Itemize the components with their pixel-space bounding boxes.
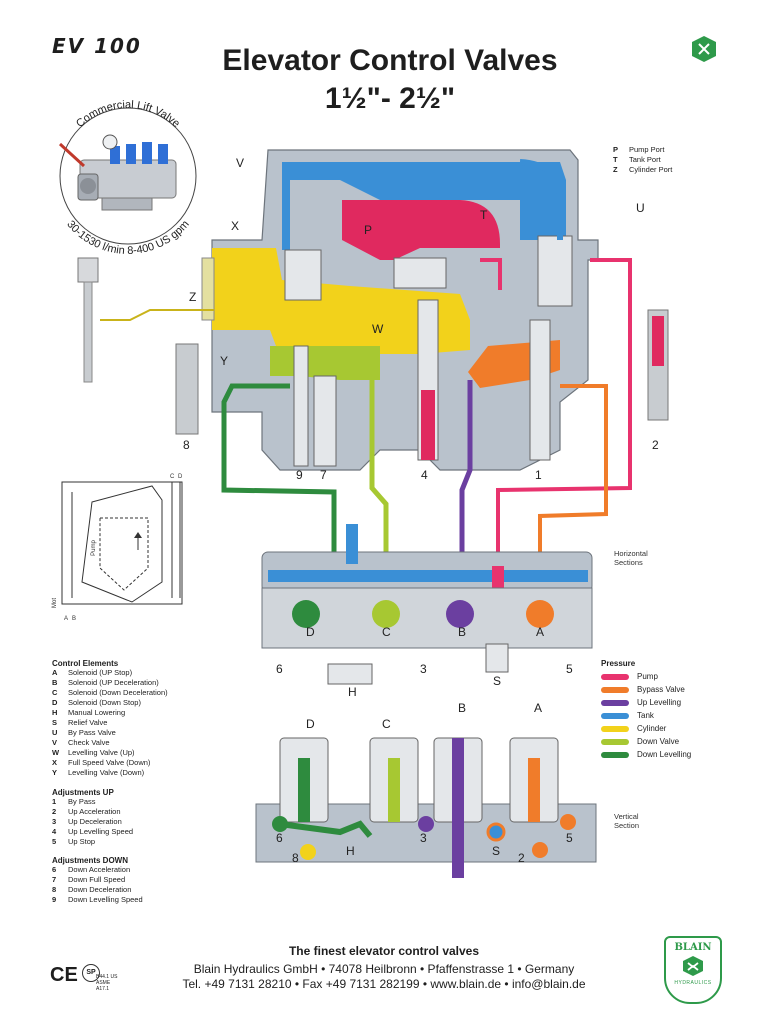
label-w: W xyxy=(372,322,384,336)
pressure-swatch xyxy=(601,673,629,680)
label-4: 4 xyxy=(421,468,428,482)
lower-label-c: C xyxy=(382,717,391,731)
pressure-swatch xyxy=(601,686,629,693)
pressure-legend-row: Cylinder xyxy=(601,722,691,735)
relief-valve-s xyxy=(485,643,509,673)
label-5: 5 xyxy=(566,662,573,676)
label-s: S xyxy=(493,674,502,688)
vertical-section xyxy=(255,737,597,878)
label-7: 7 xyxy=(320,468,327,482)
label-b: B xyxy=(458,625,467,639)
label-2: 2 xyxy=(652,438,659,452)
pressure-swatch xyxy=(601,712,629,719)
lower-label-6: 6 xyxy=(276,831,283,845)
valve-x xyxy=(284,249,322,301)
pressure-legend-row: Tank xyxy=(601,709,691,722)
product-badge: Commercial Lift Valve 30-1530 l/min 8-40… xyxy=(58,99,197,257)
pressure-switch xyxy=(77,257,99,283)
label-v: V xyxy=(236,156,245,170)
label-3: 3 xyxy=(420,662,427,676)
pressure-legend-row: Down Levelling xyxy=(601,748,691,761)
manual-lowering-h xyxy=(327,663,373,685)
label-6: 6 xyxy=(276,662,283,676)
circuit-label-c: C xyxy=(170,474,175,480)
circuit-label-mot: Mot xyxy=(52,597,59,609)
lower-label-3: 3 xyxy=(420,831,427,845)
hydraulic-circuit xyxy=(61,481,183,605)
valve-cross-section xyxy=(77,149,669,685)
pressure-swatch xyxy=(601,738,629,745)
valve-9-stem xyxy=(293,345,309,467)
pressure-swatch xyxy=(601,699,629,706)
tank-channel xyxy=(282,162,566,250)
page-subtitle: 1½"- 2½" xyxy=(324,82,456,115)
pressure-legend-row: Pump xyxy=(601,670,691,683)
circuit-label-d: D xyxy=(178,474,183,480)
label-z: Z xyxy=(189,290,197,304)
lower-label-d: D xyxy=(306,717,315,731)
footer-contact: Tel. +49 7131 28210 • Fax +49 7131 28219… xyxy=(182,977,586,991)
label-1: 1 xyxy=(535,468,542,482)
pressure-legend-row: Up Levelling xyxy=(601,696,691,709)
valve-product-image xyxy=(58,134,177,211)
pressure-swatch xyxy=(601,751,629,758)
lower-label-2: 2 xyxy=(518,851,525,865)
valve-w-fill xyxy=(421,390,435,460)
label-p: P xyxy=(364,223,373,237)
lower-label-b: B xyxy=(458,701,467,715)
cylinder-chamber xyxy=(212,248,470,354)
label-x: X xyxy=(231,219,240,233)
page-title: Elevator Control Valves xyxy=(222,44,558,77)
pressure-swatch xyxy=(601,725,629,732)
valve-7-stem xyxy=(313,375,337,467)
pressure-legend-row: Bypass Valve xyxy=(601,683,691,696)
lower-label-s: S xyxy=(492,844,501,858)
label-y: Y xyxy=(220,354,229,368)
label-h: H xyxy=(348,685,357,699)
adjuster-8 xyxy=(175,343,199,435)
footer-tagline: The finest elevator control valves xyxy=(288,944,480,958)
csa-standard-text: B44.1 US ASME A17.1 xyxy=(96,974,118,992)
label-9: 9 xyxy=(296,468,303,482)
valve-1-stem xyxy=(529,319,551,461)
label-8: 8 xyxy=(183,438,190,452)
model-name: EV 100 xyxy=(52,34,142,58)
lower-label-a: A xyxy=(534,701,543,715)
blain-brand-badge: BLAIN HYDRAULICS xyxy=(664,936,722,1004)
valve-u xyxy=(537,235,573,307)
port-z-thread xyxy=(201,257,215,321)
label-a: A xyxy=(536,625,545,639)
circuit-label-b: B xyxy=(72,616,77,622)
lower-label-5: 5 xyxy=(566,831,573,845)
pressure-legend: Pressure Pump Bypass Valve Up Levelling … xyxy=(601,659,692,761)
ce-mark: CE xyxy=(50,964,78,986)
blain-logo-icon xyxy=(683,956,703,976)
footer-address: Blain Hydraulics GmbH • 74078 Heilbronn … xyxy=(193,962,575,976)
circuit-label-pump: Pump xyxy=(90,540,97,556)
label-d: D xyxy=(306,625,315,639)
pump-chamber xyxy=(342,200,500,260)
pressure-legend-row: Down Valve xyxy=(601,735,691,748)
lower-label-h: H xyxy=(346,844,355,858)
blain-logo-icon xyxy=(692,36,716,62)
lower-label-8: 8 xyxy=(292,851,299,865)
label-c: C xyxy=(382,625,391,639)
circuit-label-a: A xyxy=(64,616,69,622)
valve-v xyxy=(393,257,447,289)
label-t: T xyxy=(480,208,488,222)
csa-mark: SP xyxy=(82,964,100,982)
label-u: U xyxy=(636,201,645,215)
